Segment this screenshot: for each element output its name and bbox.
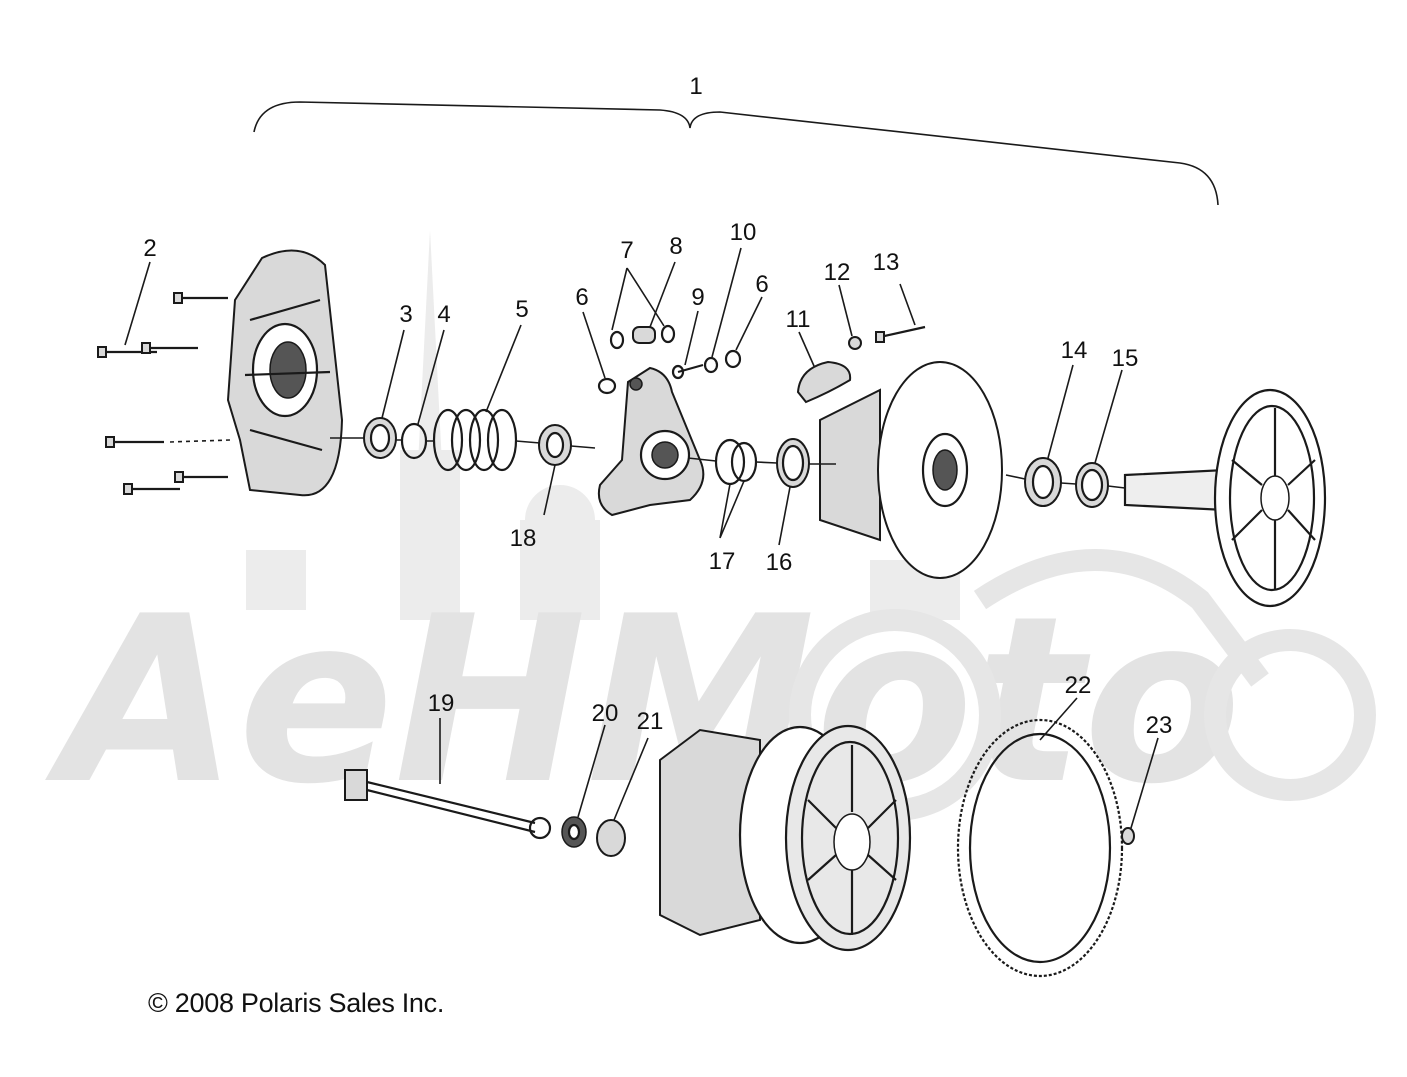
copyright-notice: © 2008 Polaris Sales Inc.	[148, 988, 445, 1018]
callout-6-right: 6	[755, 271, 768, 298]
spider-arms	[597, 366, 705, 517]
small-parts-6-10	[597, 324, 742, 395]
washer-part-20	[561, 816, 587, 848]
spring-part-5	[432, 408, 518, 472]
watermark-text: AeHMoto	[45, 568, 1241, 835]
primary-cover	[226, 249, 344, 497]
callout-labels: 1 2 3 4 5 6 7 8 9 10 6 11 12 13 14 15 18…	[143, 73, 1172, 739]
callout-17: 17	[709, 548, 736, 575]
callout-6-left: 6	[575, 284, 588, 311]
callout-12: 12	[824, 259, 851, 286]
moveable-sheave	[819, 361, 1003, 579]
callout-20: 20	[592, 700, 619, 727]
callout-21: 21	[637, 708, 664, 735]
ring-gear-part-22	[956, 718, 1124, 978]
callout-1: 1	[689, 73, 702, 100]
bolt-part-19	[344, 769, 552, 840]
pin-part-13	[875, 325, 926, 343]
callout-13: 13	[873, 249, 900, 276]
bushing-part-3	[363, 417, 397, 459]
callout-3: 3	[399, 301, 412, 328]
bushing-part-21	[596, 819, 626, 857]
callout-5: 5	[515, 296, 528, 323]
weight-part-11	[796, 360, 852, 404]
callout-7: 7	[620, 237, 633, 264]
callout-23: 23	[1146, 712, 1173, 739]
callout-9: 9	[691, 284, 704, 311]
callout-18: 18	[510, 525, 537, 552]
assembly-brace	[253, 101, 1219, 206]
callout-11: 11	[786, 306, 811, 333]
callout-4: 4	[437, 301, 450, 328]
callout-14: 14	[1061, 337, 1088, 364]
callout-2: 2	[143, 235, 156, 262]
fixed-sheave	[1123, 388, 1327, 608]
callout-15: 15	[1112, 345, 1139, 372]
ring-part-15	[1075, 462, 1109, 508]
seal-part-16	[776, 438, 810, 488]
callout-10: 10	[730, 219, 757, 246]
watermark: AeHMoto	[45, 230, 1376, 835]
bushing-part-14	[1024, 457, 1062, 507]
sleeve-part-18	[538, 424, 572, 466]
rings-part-17	[714, 438, 758, 486]
callout-22: 22	[1065, 672, 1092, 699]
assembled-clutch	[659, 724, 912, 952]
bolts-part-2	[97, 292, 228, 495]
callout-16: 16	[766, 549, 793, 576]
callout-8: 8	[669, 233, 682, 260]
callout-19: 19	[428, 690, 455, 717]
leader-lines	[124, 247, 1159, 829]
screw-part-23	[1121, 827, 1135, 845]
nut-part-12	[848, 336, 862, 350]
